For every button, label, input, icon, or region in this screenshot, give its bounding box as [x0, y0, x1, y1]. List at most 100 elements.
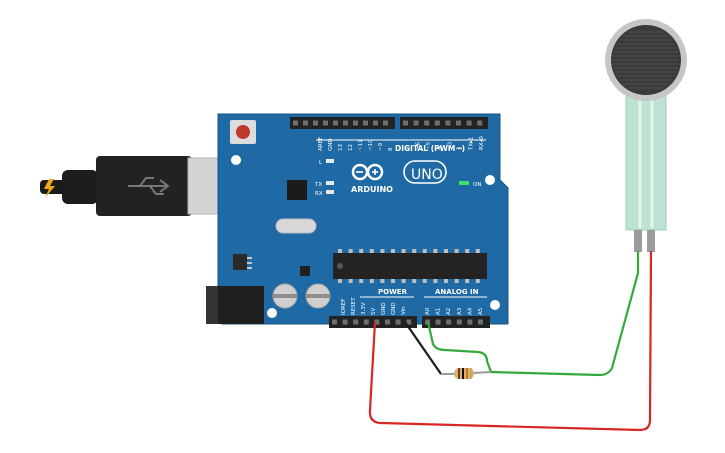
pin-hole[interactable]: [406, 319, 412, 325]
wire-red-5v[interactable]: [368, 250, 653, 432]
pin-hole[interactable]: [413, 120, 419, 126]
pin-hole[interactable]: [435, 319, 441, 325]
pin-hole[interactable]: [374, 319, 380, 325]
sensor-lead: [647, 230, 655, 252]
voltage-regulator: [233, 254, 247, 270]
pin-hole[interactable]: [293, 120, 298, 126]
pin-label: 13: [338, 144, 344, 151]
pin-label: 2: [458, 147, 464, 151]
resistor-band: [470, 368, 472, 379]
chip-pin: [475, 249, 480, 253]
pin-label: ~9: [378, 142, 384, 151]
pin-hole[interactable]: [425, 319, 430, 325]
pin-label: A1: [436, 308, 442, 315]
pin-label: GND: [328, 138, 334, 151]
led-l-label: L: [319, 160, 323, 166]
power-pin-holes: [332, 319, 412, 325]
chip-pin: [380, 279, 385, 283]
pin-hole[interactable]: [466, 120, 472, 126]
chip-pin: [401, 279, 406, 283]
pin-hole[interactable]: [446, 319, 452, 325]
pin-hole[interactable]: [353, 319, 359, 325]
pin-label: ~11: [358, 139, 364, 151]
chip-pin: [359, 279, 364, 283]
on-led: [459, 181, 469, 185]
pin-label: A4: [467, 307, 473, 315]
pin-label: A0: [425, 307, 431, 315]
chip-pin: [359, 249, 364, 253]
pin-label: TX▸1: [469, 137, 475, 151]
pin-hole[interactable]: [477, 120, 483, 126]
usb-icon: [128, 177, 170, 195]
pin-hole[interactable]: [434, 120, 440, 126]
digital-header-label: DIGITAL (PWM~): [395, 144, 465, 153]
reset-button[interactable]: [236, 125, 250, 139]
pin-hole[interactable]: [343, 120, 348, 126]
usb-interface-chip: [287, 180, 307, 200]
pin-hole[interactable]: [332, 319, 337, 325]
wire-black-gnd[interactable]: [404, 321, 442, 375]
pin-hole[interactable]: [373, 120, 378, 126]
led-rx: [326, 190, 334, 194]
pin-label: A5: [478, 307, 484, 315]
pin-hole[interactable]: [323, 120, 328, 126]
pin-hole[interactable]: [363, 319, 369, 325]
pin-label: ~5: [426, 141, 432, 150]
pin-label: A3: [457, 307, 463, 315]
digital-pin-holes: [293, 120, 483, 126]
pin-label: IOREF: [341, 299, 347, 315]
chip-pin: [475, 279, 480, 283]
analog-pin-labels: A0 A1 A2 A3 A4 A5: [425, 307, 484, 315]
pin-hole[interactable]: [456, 319, 462, 325]
chip-pin: [338, 249, 342, 253]
pin-hole[interactable]: [456, 120, 461, 126]
pin-hole[interactable]: [383, 120, 388, 126]
chip-pin: [465, 279, 470, 283]
uno-badge: [403, 160, 447, 184]
pin-hole[interactable]: [395, 319, 401, 325]
pin-label: ~10: [368, 139, 374, 151]
pin-hole[interactable]: [403, 120, 408, 126]
atmega-pins: [338, 249, 480, 283]
chip-pin: [369, 279, 374, 283]
pin-hole[interactable]: [353, 120, 358, 126]
led-rx-label: RX: [315, 191, 323, 197]
pin-hole[interactable]: [333, 120, 338, 126]
pin-hole[interactable]: [313, 120, 318, 126]
resistor-band: [462, 368, 464, 379]
pin-hole[interactable]: [342, 319, 348, 325]
force-sensitive-resistor[interactable]: [605, 19, 687, 252]
chip-pin: [433, 279, 438, 283]
pin-hole[interactable]: [424, 120, 430, 126]
resistor[interactable]: [441, 368, 492, 379]
pin-hole[interactable]: [467, 319, 473, 325]
pin-label: RX◂0: [479, 136, 485, 150]
regulator-tab: [247, 267, 252, 269]
resistor-lead: [472, 371, 492, 374]
pin-label: 3.3V: [361, 302, 367, 315]
chip-pin: [465, 249, 470, 253]
pin-label: A2: [446, 308, 452, 315]
pin-label: AREF: [318, 137, 324, 151]
pin-label: 5V: [371, 308, 377, 315]
pin-hole[interactable]: [445, 120, 451, 126]
sensor-lead: [634, 230, 642, 252]
resistor-band: [466, 368, 468, 379]
pin-hole[interactable]: [303, 120, 308, 126]
chip-pin: [422, 249, 427, 253]
power-header: [329, 316, 417, 328]
wire-green-a0[interactable]: [426, 251, 640, 377]
chip-pin: [391, 279, 395, 283]
pin-label: Vin: [401, 306, 407, 315]
chip-pin: [391, 249, 395, 253]
atmega-chip: [333, 253, 487, 279]
capacitor-stripe: [273, 294, 297, 298]
led-l: [326, 159, 334, 163]
pin-hole[interactable]: [363, 120, 368, 126]
pin-hole[interactable]: [478, 319, 483, 325]
pin-label: 7: [405, 146, 411, 150]
pin-hole[interactable]: [385, 319, 390, 325]
